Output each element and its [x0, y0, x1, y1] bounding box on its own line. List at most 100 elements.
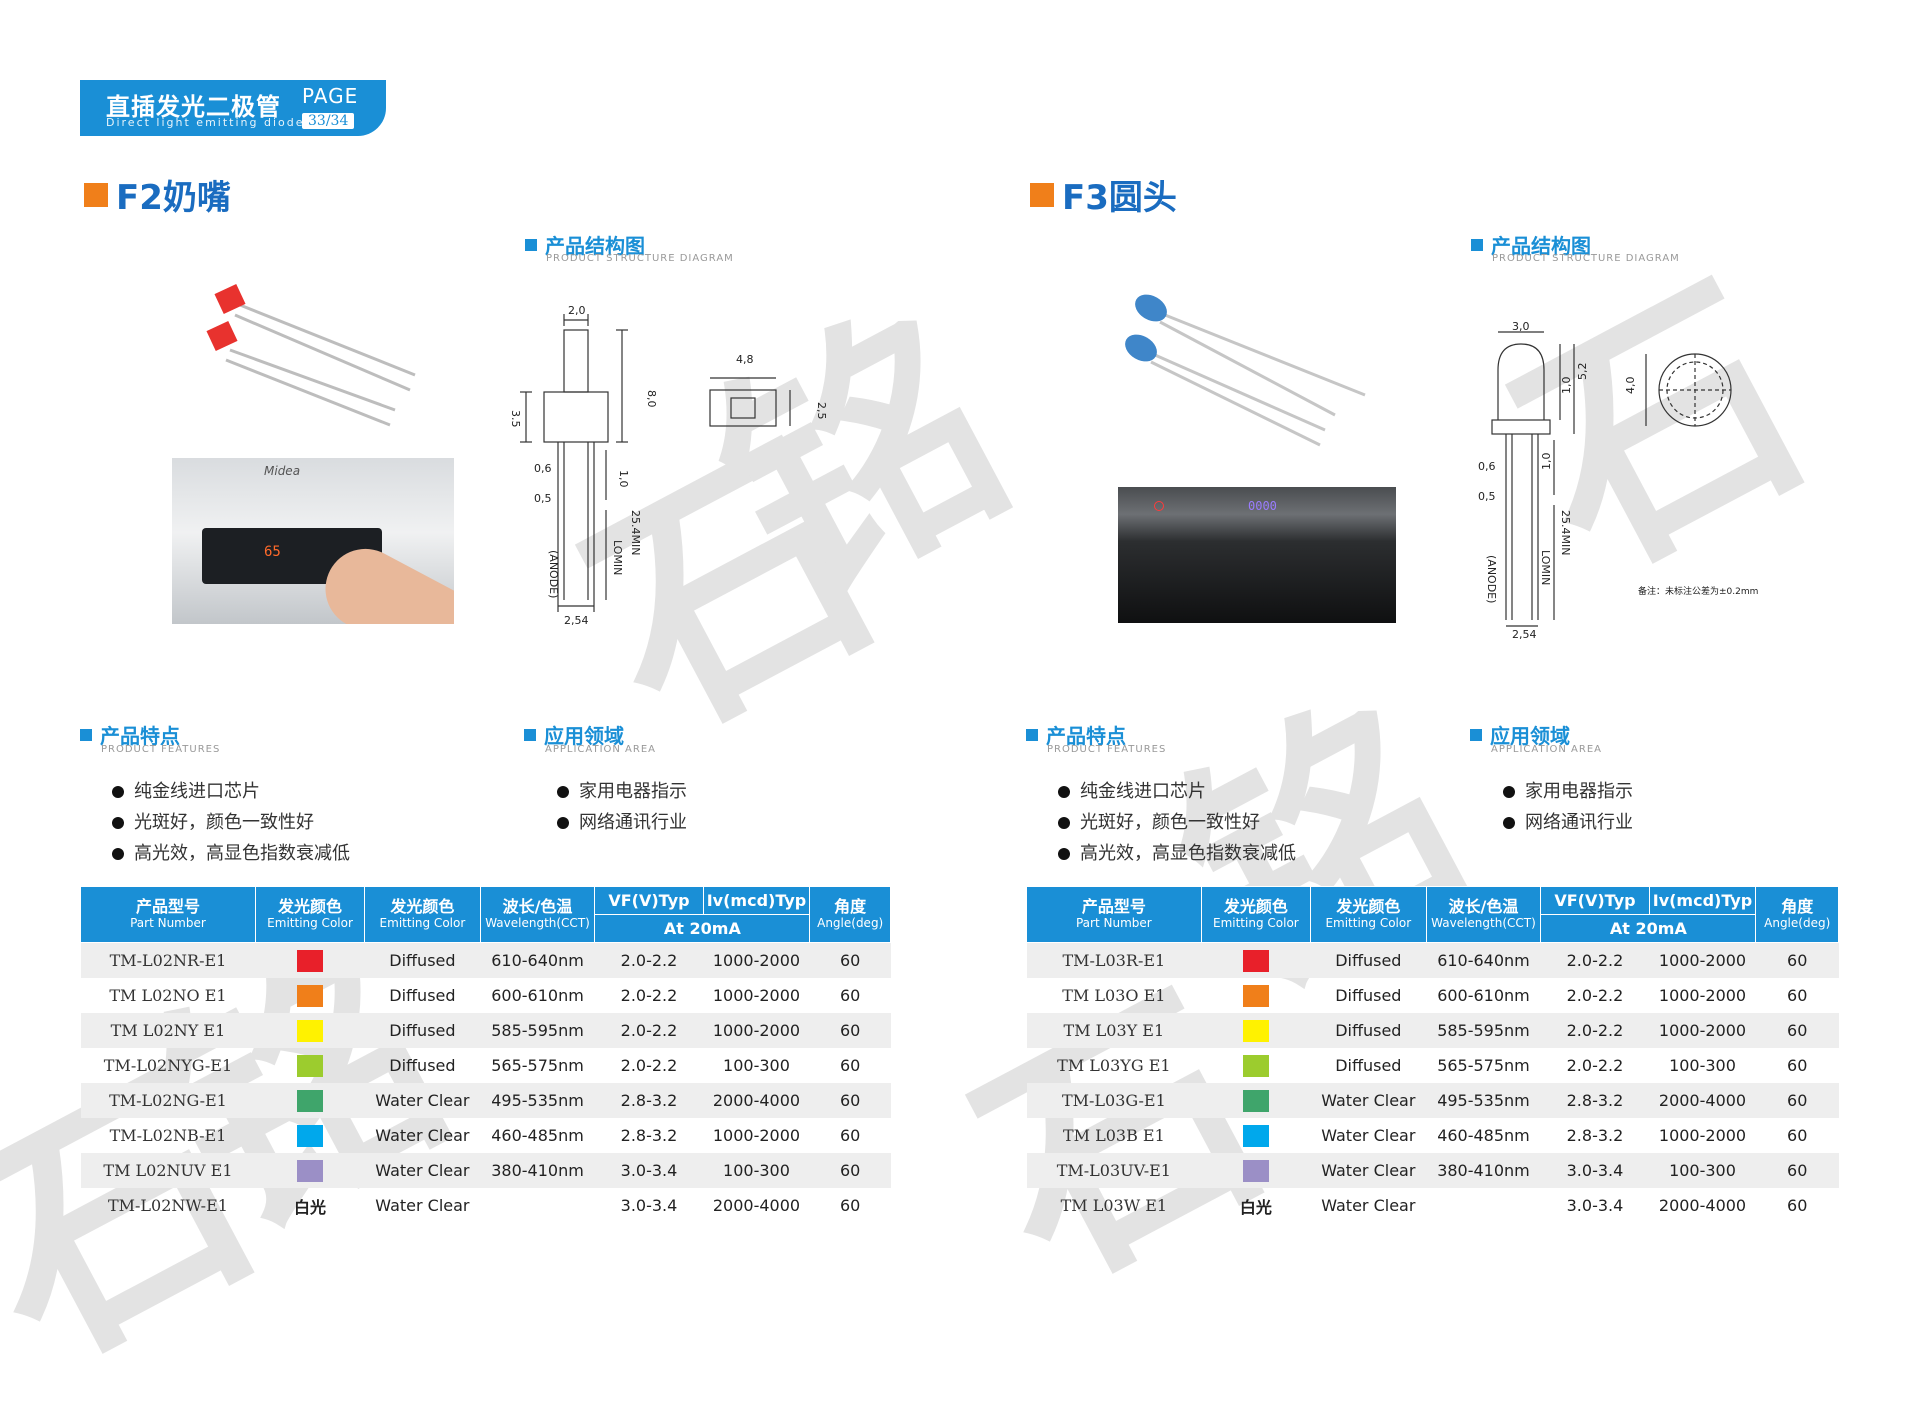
- vf-cell: 2.8-3.2: [1566, 1126, 1624, 1145]
- section-title-f2: F2奶嘴: [84, 170, 231, 219]
- list-item: 光斑好，颜色一致性好: [1058, 807, 1296, 838]
- vf-cell: 3.0-3.4: [620, 1196, 678, 1215]
- lens-cell: Water Clear: [364, 1083, 481, 1118]
- white-light-label: 白光: [1239, 1197, 1272, 1217]
- lens-cell: Diffused: [364, 1013, 481, 1048]
- part-number-cell: TM L02NY E1: [80, 1013, 256, 1048]
- oven-display: 0000: [1248, 499, 1277, 513]
- led-lead: [225, 303, 416, 427]
- color-swatch: [297, 1089, 324, 1112]
- structure-title-left: 产品结构图: [525, 230, 645, 259]
- section-title-f3: F3圆头: [1030, 170, 1177, 219]
- part-number-cell: TM-L02NB-E1: [109, 1126, 227, 1145]
- led-body: [206, 283, 246, 352]
- iv-cell: 100-300: [703, 1153, 810, 1188]
- vf-cell: 2.8-3.2: [594, 1083, 704, 1118]
- iv-cell: 1000-2000: [1649, 942, 1756, 978]
- color-swatch: [297, 1159, 324, 1182]
- wavelength-cell: 600-610nm: [491, 986, 584, 1005]
- vf-cell: 2.0-2.2: [1540, 942, 1650, 978]
- color-cell: [1201, 1118, 1310, 1153]
- vf-cell: 2.0-2.2: [1566, 1056, 1624, 1075]
- vf-cell: 3.0-3.4: [1540, 1153, 1650, 1188]
- color-cell: [255, 1153, 365, 1188]
- white-light-label: 白光: [294, 1197, 327, 1217]
- vf-cell: 2.0-2.2: [1566, 986, 1624, 1005]
- angle-cell: 60: [809, 1013, 891, 1048]
- wavelength-cell: [1426, 1188, 1541, 1223]
- iv-cell: 2000-4000: [1649, 1083, 1756, 1118]
- led-dome-outline: [1497, 343, 1545, 420]
- part-number-cell: TM L03YG E1: [1057, 1056, 1171, 1075]
- lens-cell: Water Clear: [375, 1126, 470, 1145]
- anode-label: (ANODE): [547, 550, 560, 598]
- dim-dome: 4,0: [1624, 377, 1637, 395]
- wavelength-cell: 585-595nm: [480, 1013, 595, 1048]
- iv-cell: 1000-2000: [712, 986, 801, 1005]
- angle-cell: 60: [1755, 1013, 1839, 1048]
- dim-lead1: 0,6: [534, 462, 552, 475]
- color-cell: [1201, 978, 1310, 1013]
- panel-display: 65: [264, 544, 281, 560]
- color-swatch: [1242, 949, 1269, 972]
- header-subtitle: Direct light emitting diode: [106, 116, 305, 129]
- wavelength-cell: 565-575nm: [1437, 1056, 1530, 1075]
- angle-cell: 60: [809, 1083, 891, 1118]
- section-marker: [84, 182, 108, 207]
- color-cell: 白光: [255, 1188, 364, 1223]
- iv-cell: 2000-4000: [712, 1196, 801, 1215]
- iv-cell: 1000-2000: [1658, 986, 1747, 1005]
- col-condition: At 20mA: [594, 914, 811, 943]
- list-item: 网络通讯行业: [1503, 807, 1633, 838]
- lens-cell: Water Clear: [1310, 1083, 1427, 1118]
- list-item: 纯金线进口芯片: [112, 776, 350, 807]
- vf-cell: 2.8-3.2: [620, 1126, 678, 1145]
- iv-cell: 1000-2000: [703, 942, 810, 978]
- angle-cell: 60: [1787, 1196, 1808, 1215]
- vf-cell: 2.0-2.2: [594, 1013, 704, 1048]
- led-flange: [1491, 419, 1551, 435]
- vf-cell: 2.0-2.2: [620, 1056, 678, 1075]
- dim-lomin: LOMIN: [1539, 550, 1552, 585]
- part-number-cell: TM-L02NR-E1: [80, 942, 256, 978]
- lens-cell: Water Clear: [375, 1196, 470, 1215]
- angle-cell: 60: [809, 1153, 891, 1188]
- page-number: 33/34: [302, 113, 355, 129]
- list-item: 高光效，高显色指数衰减低: [112, 838, 350, 869]
- wavelength-cell: [480, 1188, 595, 1223]
- vf-cell: 3.0-3.4: [594, 1153, 704, 1188]
- col-vf: VF(V)Typ: [1540, 886, 1650, 915]
- application-photo-water-heater: Midea 65: [172, 458, 454, 624]
- angle-cell: 60: [840, 986, 861, 1005]
- wavelength-cell: 565-575nm: [491, 1056, 584, 1075]
- lens-cell: Water Clear: [1321, 1126, 1416, 1145]
- application-subtitle-right: APPLICATION AREA: [1491, 744, 1603, 755]
- color-cell: [1201, 1083, 1311, 1118]
- color-cell: [1201, 1048, 1310, 1083]
- lens-cell: Diffused: [364, 942, 481, 978]
- header-title: 直插发光二极管: [106, 93, 281, 121]
- list-item: 家用电器指示: [1503, 776, 1633, 807]
- application-title-left: 应用领域: [524, 720, 624, 749]
- color-swatch: [1242, 984, 1269, 1007]
- list-item: 高光效，高显色指数衰减低: [1058, 838, 1296, 869]
- lens-cell: Water Clear: [1321, 1196, 1416, 1215]
- iv-cell: 1000-2000: [1649, 1013, 1756, 1048]
- color-swatch: [297, 1019, 324, 1042]
- color-cell: [255, 1048, 364, 1083]
- dim-length: 25.4MIN: [1559, 510, 1572, 555]
- structure-title-right: 产品结构图: [1471, 230, 1591, 259]
- angle-cell: 60: [1787, 1056, 1808, 1075]
